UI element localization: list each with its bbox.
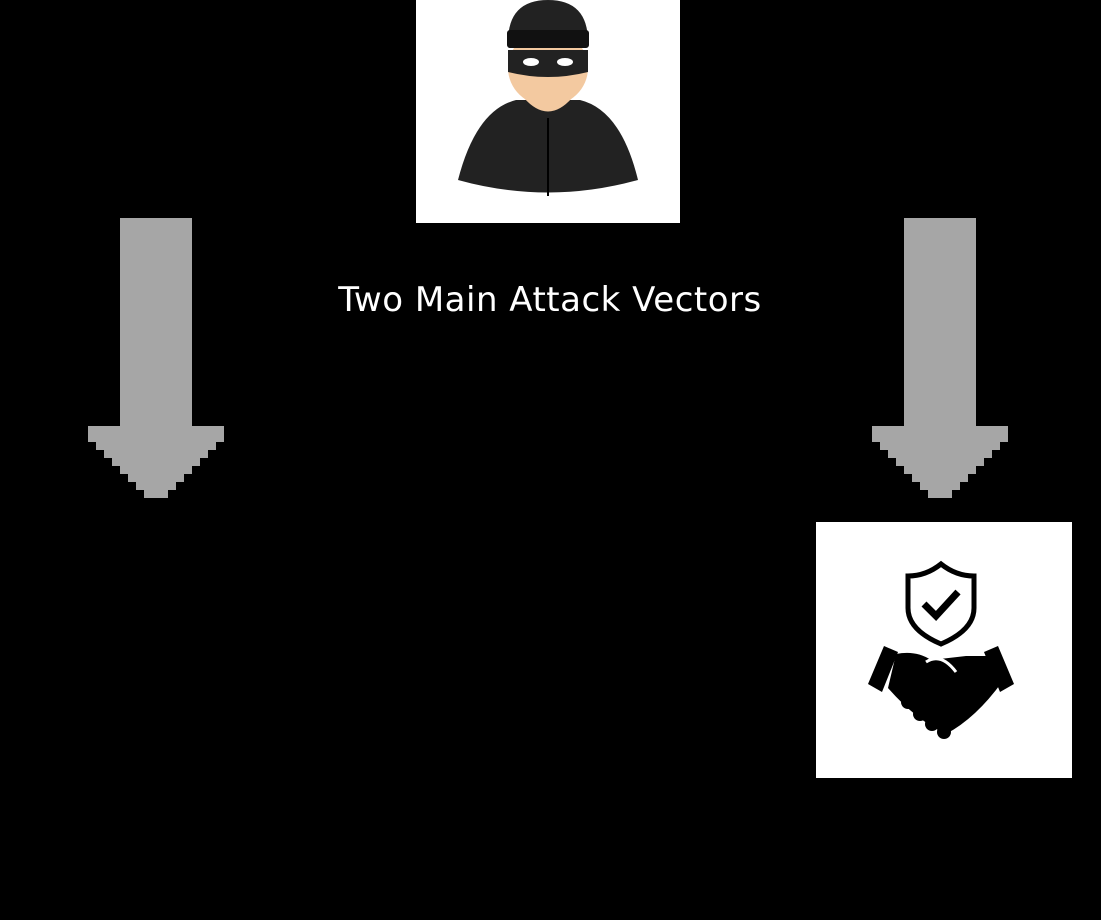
down-arrow-icon-right (872, 218, 1008, 498)
trust-image (816, 522, 1072, 778)
attacker-image (416, 0, 680, 223)
diagram-title: Two Main Attack Vectors (338, 280, 762, 320)
shield-handshake-icon (868, 560, 1014, 739)
thief-icon (458, 0, 638, 196)
down-arrow-icon-left (88, 218, 224, 498)
